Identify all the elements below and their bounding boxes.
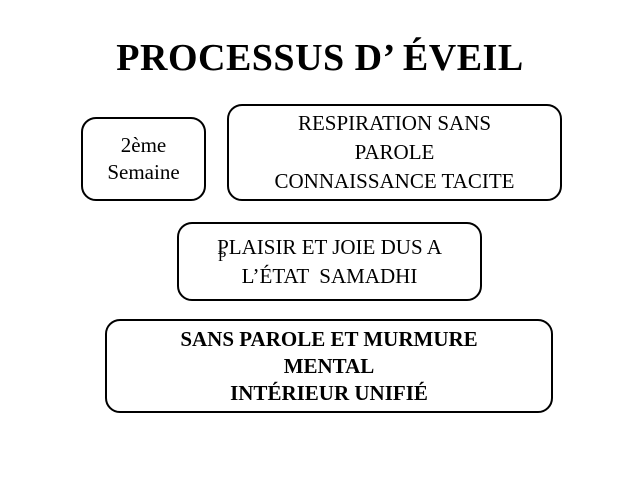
- box-2eme-semaine[interactable]: 2ème Semaine: [81, 117, 206, 201]
- box-2eme-semaine-line-1: 2ème: [120, 133, 167, 157]
- box-2eme-semaine-line-2: Semaine: [107, 160, 180, 184]
- box-plaisir-line-2: L’ÉTAT SAMADHI: [241, 263, 418, 288]
- box-murmure-line-2: MENTAL: [283, 353, 375, 378]
- stray-p-artifact: P: [218, 249, 227, 265]
- box-plaisir-line-1: PLAISIR ET JOIE DUS A: [217, 234, 442, 259]
- box-respiration-line-1: RESPIRATION SANS: [297, 111, 492, 135]
- box-respiration-sans-parole[interactable]: RESPIRATION SANS PAROLE CONNAISSANCE TAC…: [227, 104, 562, 201]
- box-murmure-line-3: INTÉRIEUR UNIFIÉ: [230, 380, 428, 405]
- box-respiration-line-2: PAROLE: [354, 140, 435, 164]
- page-title: PROCESSUS D’ ÉVEIL: [116, 37, 524, 79]
- box-plaisir-et-joie[interactable]: PLAISIR ET JOIE DUS A L’ÉTAT SAMADHI P: [177, 222, 482, 301]
- box-sans-parole-et-murmure[interactable]: SANS PAROLE ET MURMURE MENTAL INTÉRIEUR …: [105, 319, 553, 413]
- box-murmure-line-1: SANS PAROLE ET MURMURE: [180, 326, 478, 351]
- box-respiration-line-3: CONNAISSANCE TACITE: [274, 169, 515, 193]
